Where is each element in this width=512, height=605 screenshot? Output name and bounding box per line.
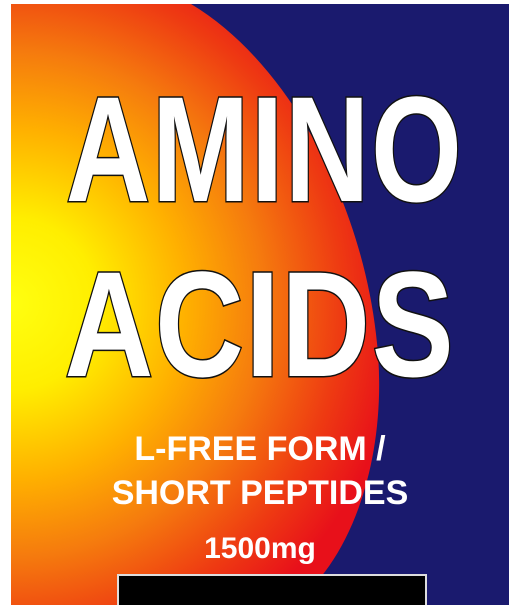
product-label: AMINO ACIDS L-FREE FORM / SHORT PEPTIDES…	[11, 4, 509, 605]
title-line-2: ACIDS	[63, 240, 456, 408]
subtitle-line-2: SHORT PEPTIDES	[111, 474, 409, 512]
subtitle-line-1: L-FREE FORM /	[134, 430, 386, 468]
warm-arc	[11, 4, 380, 605]
black-panel	[117, 574, 427, 605]
dose-label: 1500mg	[204, 532, 316, 565]
background-graphic	[11, 4, 509, 605]
title-line-1: AMINO	[65, 65, 464, 233]
